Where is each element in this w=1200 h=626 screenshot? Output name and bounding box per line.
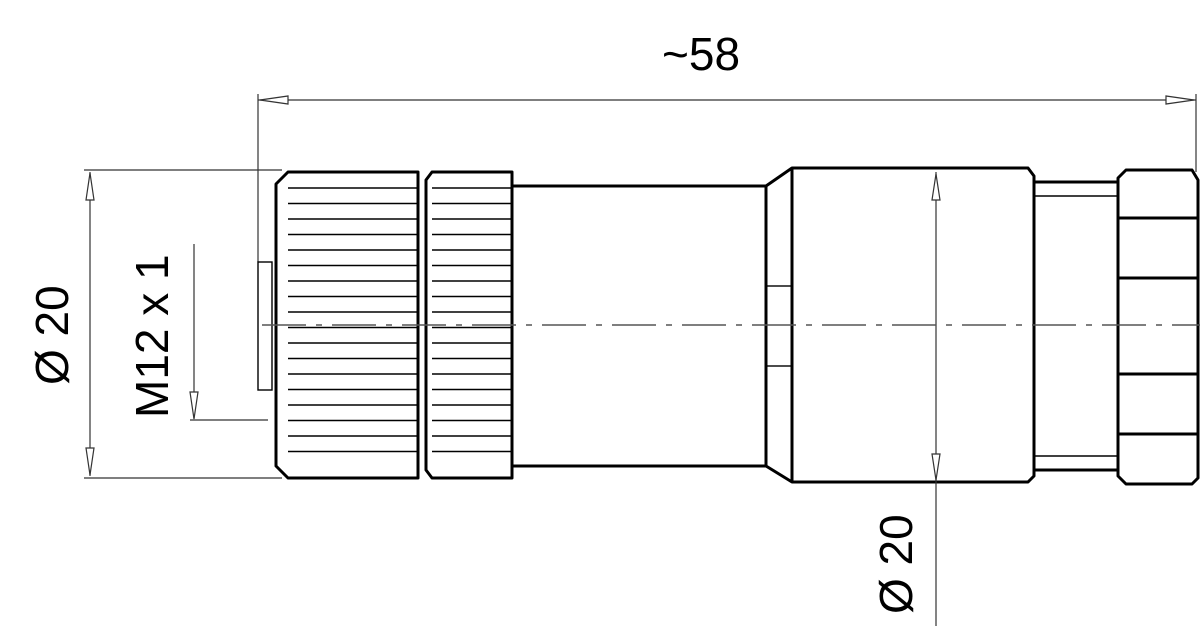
coupling-nut [257, 170, 420, 480]
gland-neck [1034, 180, 1118, 472]
overall-length-label: ~58 [662, 28, 740, 80]
hex-nut [1116, 168, 1200, 486]
nut-diameter-dimension: Ø 20 [26, 169, 282, 479]
body-diameter-label: Ø 20 [870, 514, 922, 614]
grip-ring [424, 170, 514, 480]
thread-label: M12 x 1 [126, 254, 178, 418]
connector-body [512, 166, 1036, 484]
nut-diameter-label: Ø 20 [26, 285, 78, 385]
body-diameter-dimension: Ø 20 [870, 172, 941, 626]
thread-dimension: M12 x 1 [126, 244, 268, 421]
overall-length-dimension: ~58 [257, 28, 1197, 262]
